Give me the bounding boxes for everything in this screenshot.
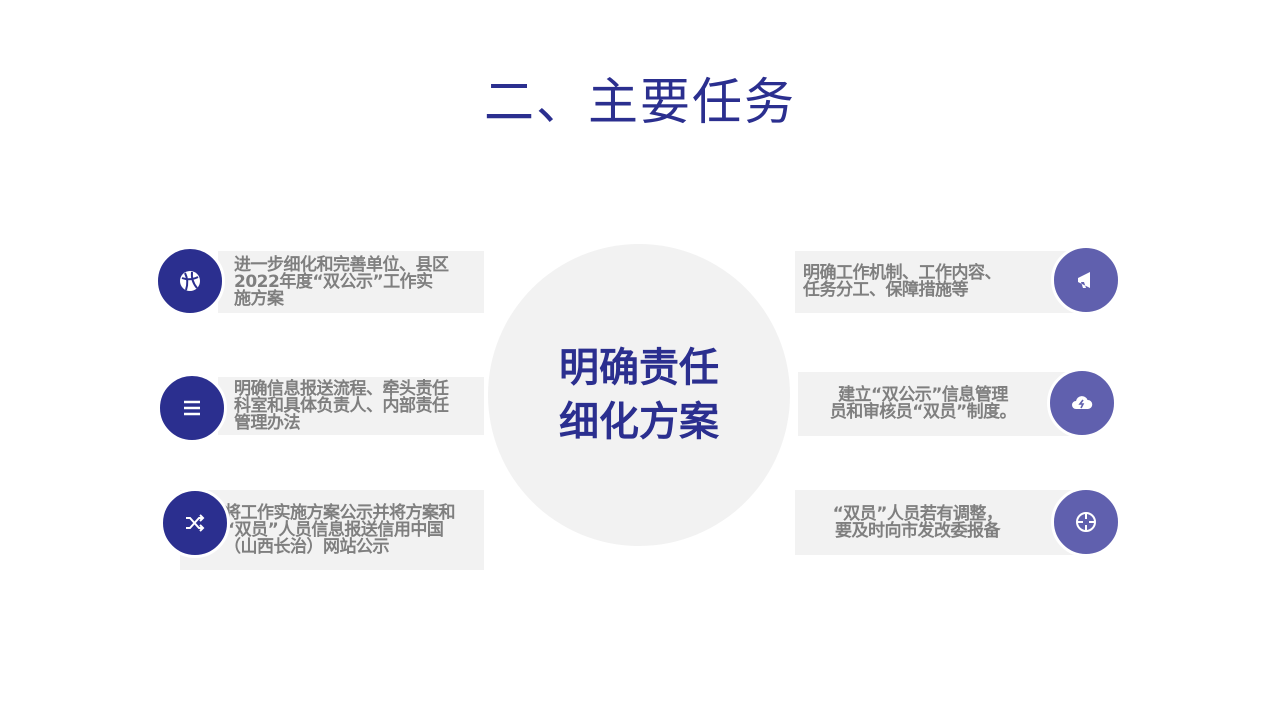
menu-icon xyxy=(157,373,227,443)
left-item-3-box: 将工作实施方案公示并将方案和 “双员”人员信息报送信用中国 （山西长治）网站公示 xyxy=(180,490,484,570)
item-text: 任务分工、保障措施等 xyxy=(803,280,969,300)
item-text: 明确信息报送流程、牵头责任 xyxy=(234,378,449,399)
cloud-lightning-icon xyxy=(1047,368,1117,438)
right-item-2-box: 建立“双公示”信息管理 员和审核员“双员”制度。 xyxy=(798,372,1088,436)
shuffle-icon xyxy=(160,488,230,558)
megaphone-icon xyxy=(1051,245,1121,315)
left-item-2-box: 明确信息报送流程、牵头责任 科室和具体负责人、内部责任 管理办法 xyxy=(218,377,484,435)
item-text: 进一步细化和完善单位、县区 xyxy=(234,254,449,275)
item-text: 明确工作机制、工作内容、 xyxy=(803,263,1002,283)
item-text: 2022年度“双公示”工作实 xyxy=(234,271,433,292)
right-item-3-box: “双员”人员若有调整， 要及时向市发改委报备 xyxy=(795,490,1080,555)
item-text: 要及时向市发改委报备 xyxy=(835,520,1001,541)
crosshair-icon xyxy=(1051,487,1121,557)
left-item-1-box: 进一步细化和完善单位、县区 2022年度“双公示”工作实 施方案 xyxy=(218,251,484,313)
item-text: （山西长治）网站公示 xyxy=(224,536,390,557)
item-text: 员和审核员“双员”制度。 xyxy=(829,402,1017,422)
globe-icon xyxy=(155,246,225,316)
item-text: 管理办法 xyxy=(234,412,301,433)
right-item-1-box: 明确工作机制、工作内容、 任务分工、保障措施等 xyxy=(795,251,1075,313)
item-text: 将工作实施方案公示并将方案和 xyxy=(224,502,456,523)
center-circle: 明确责任 细化方案 xyxy=(488,244,790,546)
center-line-2: 细化方案 xyxy=(559,399,719,445)
item-text: “双员”人员若有调整， xyxy=(832,503,1003,524)
item-text: 建立“双公示”信息管理 xyxy=(838,385,1008,405)
center-line-1: 明确责任 xyxy=(559,345,719,391)
item-text: 科室和具体负责人、内部责任 xyxy=(234,395,449,416)
item-text: “双员”人员信息报送信用中国 xyxy=(224,519,444,540)
page-title: 二、主要任务 xyxy=(484,73,796,131)
item-text: 施方案 xyxy=(234,288,284,309)
